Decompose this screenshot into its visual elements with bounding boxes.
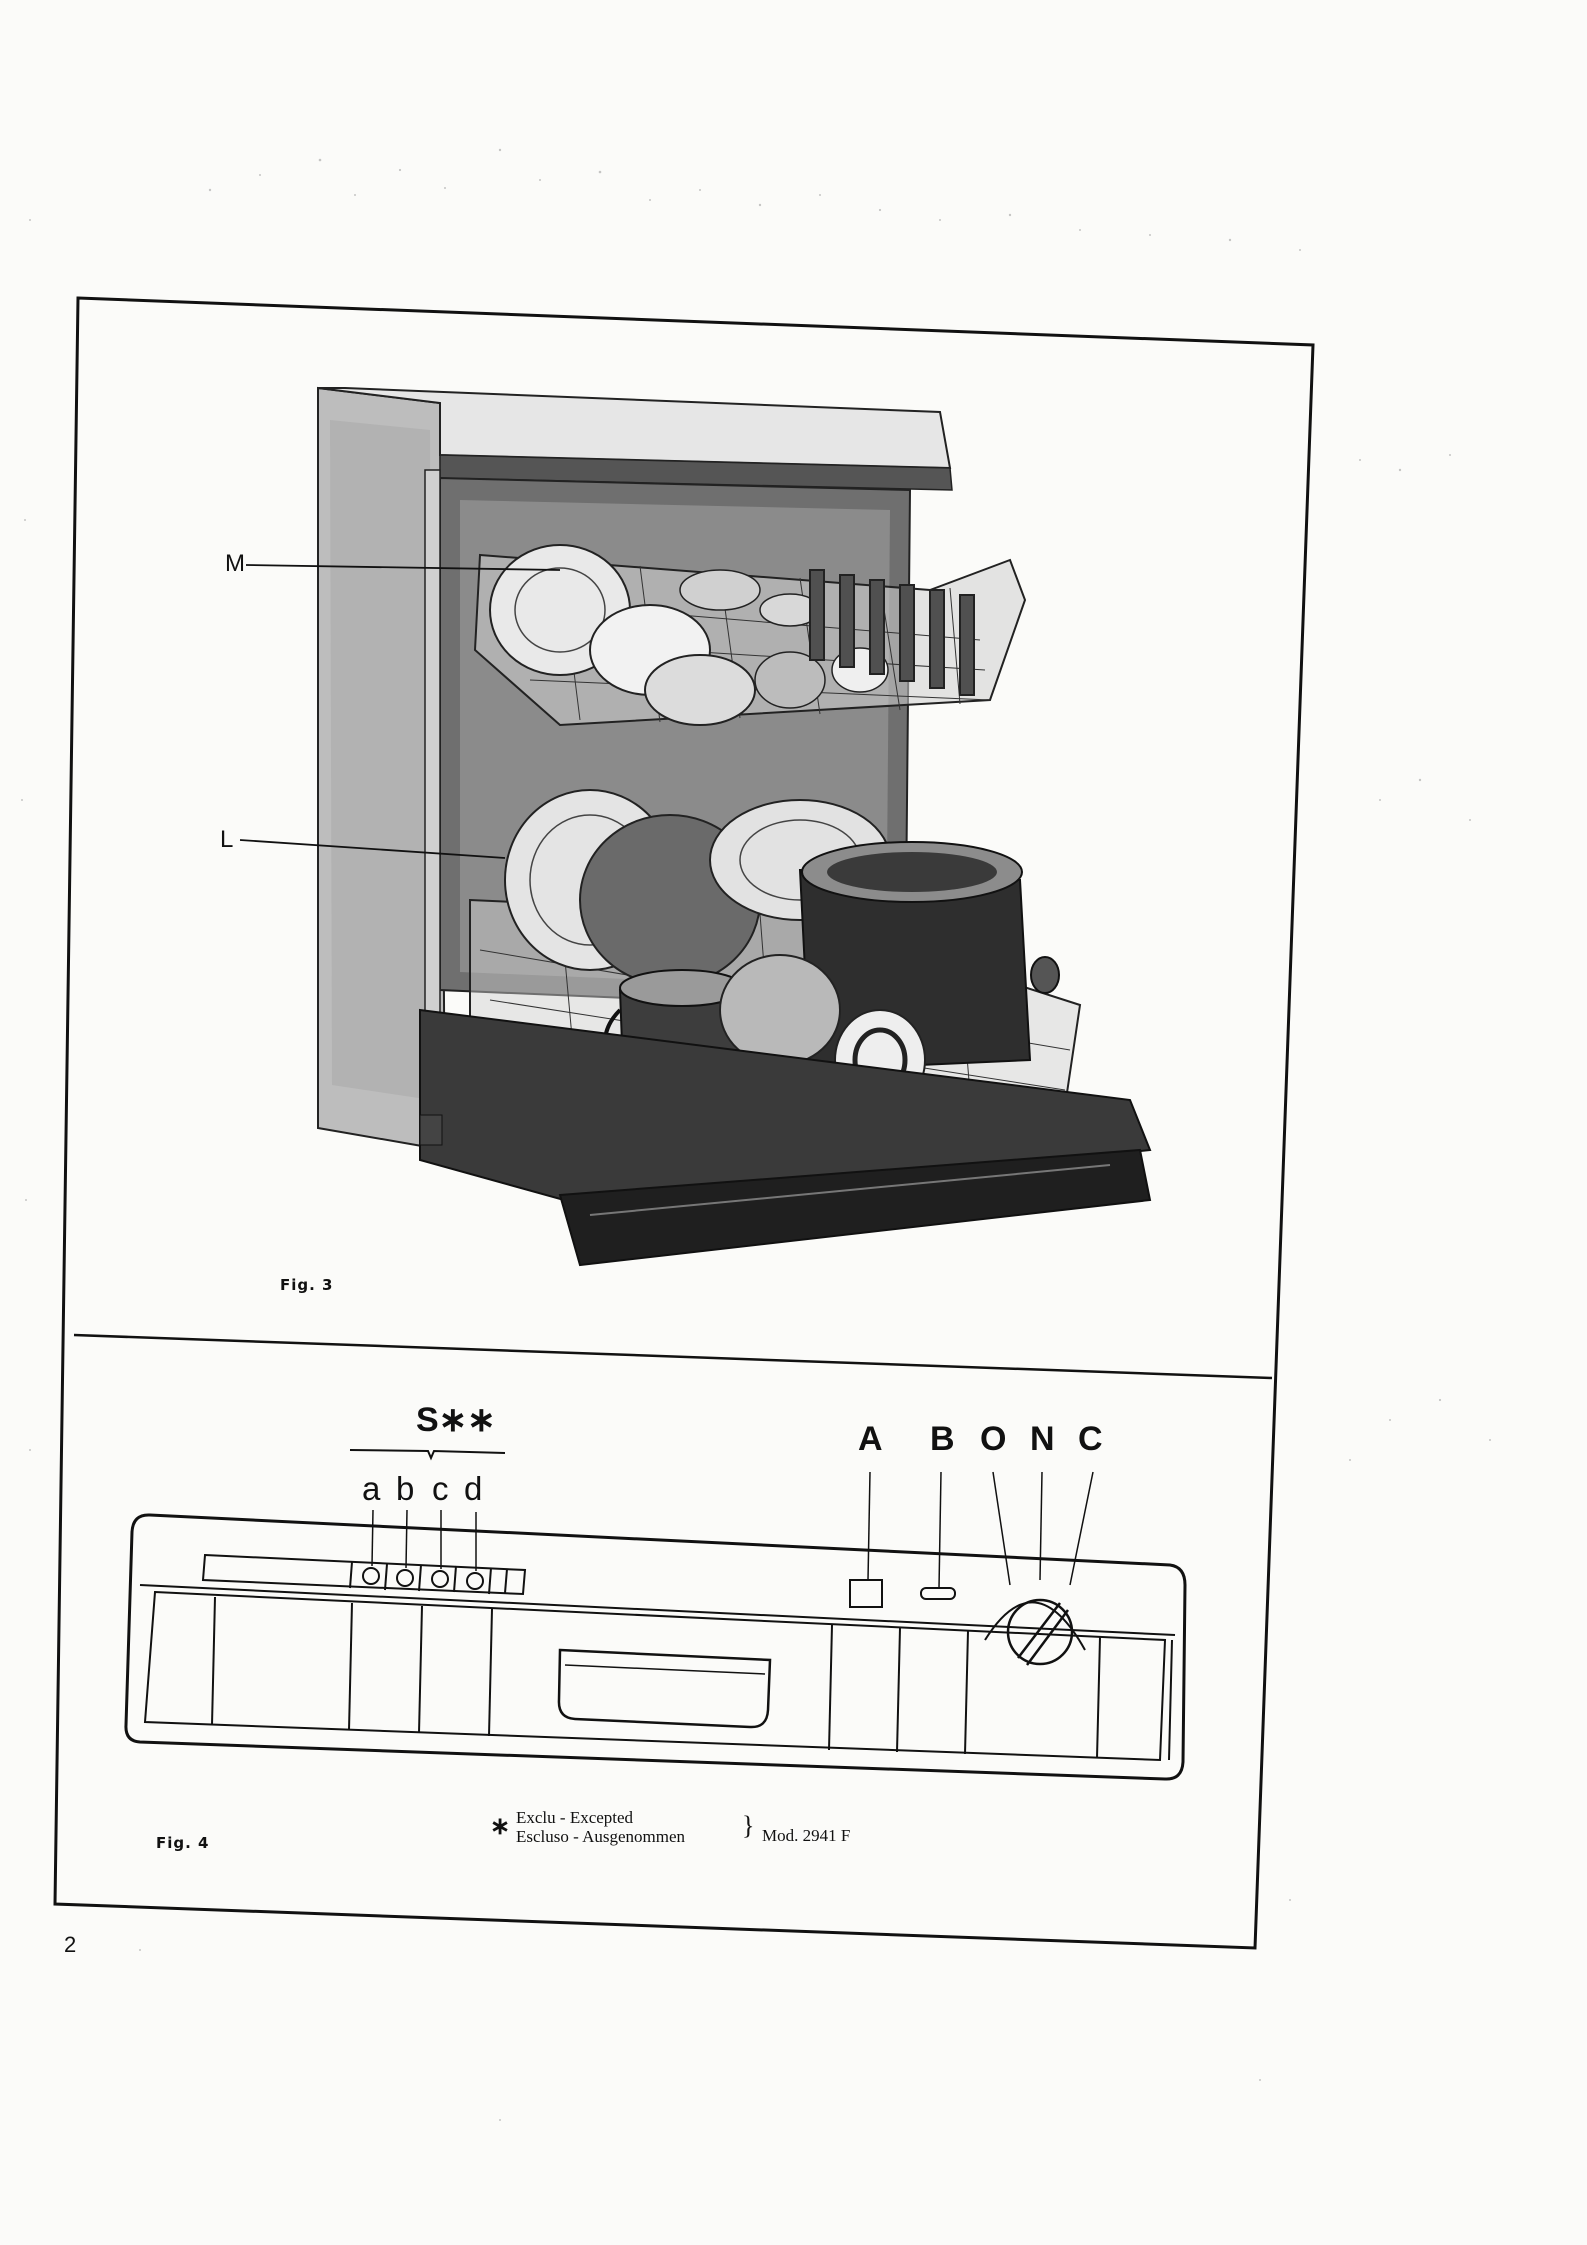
page-number: 2 (64, 1932, 76, 1958)
control-label-c: C (1078, 1420, 1103, 1459)
s-group-label: S∗∗ (416, 1400, 496, 1440)
button-label-c: c (432, 1470, 449, 1508)
button-label-b: b (396, 1470, 414, 1508)
callout-m-label: M (225, 550, 245, 578)
callout-l-label: L (220, 826, 233, 854)
note-model: Mod. 2941 F (762, 1826, 850, 1845)
control-a (850, 1580, 882, 1607)
button-label-a: a (362, 1470, 380, 1508)
note-line-2: Escluso - Ausgenommen (516, 1827, 685, 1846)
note-brace: } (742, 1816, 754, 1835)
figure-3-caption: Fig. 3 (280, 1276, 333, 1294)
dishwasher-drawing (318, 388, 1150, 1265)
control-label-n: N (1030, 1420, 1055, 1459)
control-label-o: O (980, 1420, 1006, 1459)
s-bracket (350, 1450, 505, 1458)
control-b (921, 1588, 955, 1599)
figure-divider (74, 1335, 1272, 1378)
control-label-b: B (930, 1420, 955, 1459)
figure-4-caption: Fig. 4 (156, 1834, 209, 1852)
note-line-1: Exclu - Excepted (516, 1808, 685, 1827)
asterisk-symbol: ∗ (490, 1812, 510, 1841)
control-label-a: A (858, 1420, 883, 1459)
button-label-d: d (464, 1470, 482, 1508)
door-handle (559, 1650, 770, 1727)
